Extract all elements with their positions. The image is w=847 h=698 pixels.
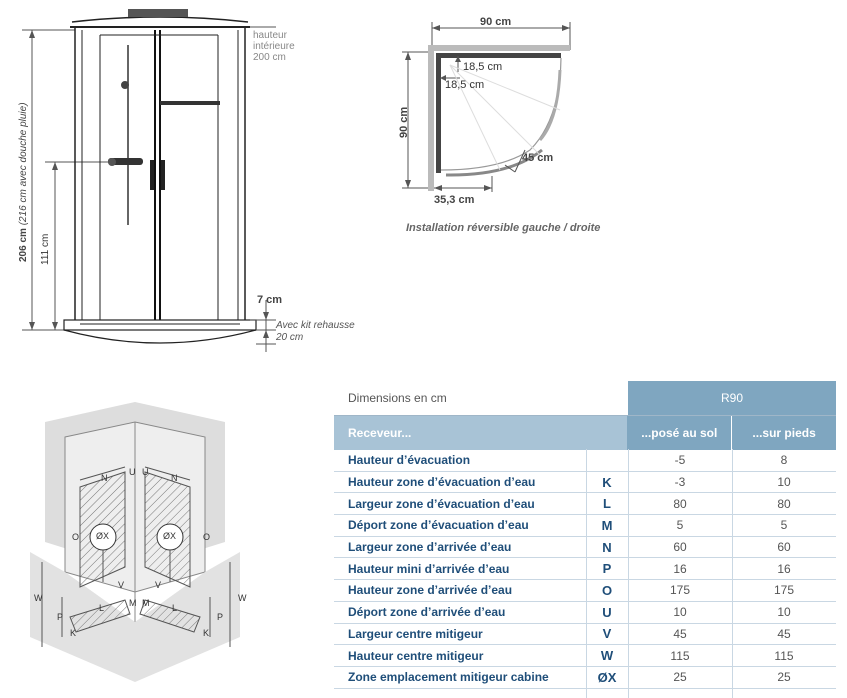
label-V-left: V — [118, 580, 125, 590]
label-OX-left: ØX — [96, 531, 110, 541]
label-P-left: P — [57, 612, 64, 622]
table-row: Largeur centre mitigeur V 45 45 — [334, 624, 836, 646]
table-row: Largeur zone d’arrivée d’eau N 60 60 — [334, 537, 836, 559]
row-value-feet: 16 — [777, 561, 791, 576]
row-label: Largeur zone d’arrivée d’eau — [348, 540, 512, 555]
label-N-right: N — [171, 473, 178, 483]
offset-2-label: 18,5 cm — [445, 79, 485, 91]
row-letter: K — [602, 474, 612, 490]
cabin-drawing — [22, 9, 276, 352]
row-letter: M — [601, 517, 613, 533]
row-letter: O — [601, 582, 613, 598]
label-N-left: N — [101, 473, 108, 483]
row-value-feet: 10 — [777, 475, 791, 490]
table-header: Dimensions en cm R90 — [334, 381, 836, 416]
row-label: Hauteur mini d’arrivée d’eau — [348, 561, 510, 576]
row-label: Hauteur d’évacuation — [348, 453, 471, 468]
row-value-feet: 80 — [777, 496, 791, 511]
offset-1-label: 18,5 cm — [463, 61, 503, 73]
label-O-right: O — [203, 532, 211, 542]
row-value-floor: 25 — [673, 670, 687, 685]
col-header-floor: ...posé au sol — [627, 416, 733, 450]
top-view-drawing — [402, 22, 571, 192]
row-value-floor: 80 — [673, 496, 687, 511]
table-row: Largeur zone d’évacuation d’eau L 80 80 — [334, 493, 836, 516]
label-L-right: L — [172, 603, 178, 613]
base-height-label: 7 cm — [257, 294, 283, 306]
row-value-floor: 45 — [673, 626, 687, 641]
top-depth-label: 90 cm — [398, 106, 410, 138]
label-W-left: W — [34, 593, 43, 603]
bottom-width-label: 35,3 cm — [434, 194, 475, 206]
row-letter: U — [602, 604, 612, 620]
row-value-floor: 60 — [673, 540, 687, 555]
label-P-right: P — [217, 612, 224, 622]
label-K-left: K — [70, 628, 77, 638]
row-value-floor: 115 — [670, 648, 690, 663]
table-row: Hauteur d’évacuation -5 8 — [334, 450, 836, 472]
kit-note: Avec kit rehausse 20 cm — [276, 320, 355, 343]
row-value-floor: 16 — [673, 561, 687, 576]
table-row: Hauteur zone d’arrivée d’eau O 175 175 — [334, 580, 836, 602]
row-value-floor: 10 — [673, 605, 687, 620]
label-V-right: V — [155, 580, 162, 590]
total-height-label: 206 cm (216 cm avec douche pluie) — [18, 102, 29, 262]
label-M-right: M — [142, 598, 150, 608]
row-value-floor: 5 — [676, 518, 684, 533]
label-M-left: M — [129, 598, 137, 608]
row-label: Déport zone d’évacuation d’eau — [348, 518, 529, 533]
wall-drawing — [30, 402, 240, 682]
row-value-feet: 25 — [777, 670, 791, 685]
row-label: Hauteur zone d’évacuation d’eau — [348, 475, 536, 490]
table-row: Déport zone d’évacuation d’eau M 5 5 — [334, 515, 836, 537]
top-width-label: 90 cm — [480, 16, 512, 28]
row-letter: L — [603, 496, 611, 512]
row-value-feet: 5 — [780, 518, 788, 533]
label-W-right: W — [238, 593, 247, 603]
table-row: Hauteur zone d’évacuation d’eau K -3 10 — [334, 472, 836, 494]
subheader-label: Receveur... — [348, 426, 412, 440]
row-value-floor: 175 — [669, 583, 691, 598]
label-K-right: K — [203, 628, 210, 638]
row-value-floor: -5 — [674, 453, 686, 468]
table-title: Dimensions en cm — [348, 391, 447, 405]
row-letter: ØX — [597, 669, 617, 685]
table-subheader: Receveur... ...posé au sol ...sur pieds — [334, 416, 836, 450]
row-label: Zone emplacement mitigeur cabine — [348, 670, 549, 685]
row-value-floor: -3 — [674, 475, 686, 490]
row-value-feet: 115 — [774, 648, 794, 663]
table-row: Zone emplacement mitigeur cabine ØX 25 25 — [334, 667, 836, 689]
row-value-feet: 8 — [780, 453, 788, 468]
label-O-left: O — [72, 532, 80, 542]
row-letter: V — [602, 626, 612, 642]
model-header: R90 — [628, 381, 836, 415]
row-letter: P — [602, 561, 612, 577]
label-U-left: U — [129, 467, 136, 477]
row-letter: W — [600, 648, 614, 664]
row-value-feet: 10 — [777, 605, 791, 620]
row-label: Largeur zone d’évacuation d’eau — [348, 496, 535, 511]
label-OX-right: ØX — [163, 531, 177, 541]
mixer-height-label: 111 cm — [40, 233, 51, 265]
label-U-right: U — [142, 467, 149, 477]
table-row: Déport zone d’arrivée d’eau U 10 10 — [334, 602, 836, 624]
door-width-label: 45 cm — [522, 152, 554, 164]
row-value-feet: 60 — [777, 540, 791, 555]
row-label: Hauteur centre mitigeur — [348, 648, 484, 663]
row-label: Largeur centre mitigeur — [348, 626, 483, 641]
row-value-feet: 45 — [777, 626, 791, 641]
label-L-left: L — [99, 603, 105, 613]
table-row: Hauteur mini d’arrivée d’eau P 16 16 — [334, 558, 836, 581]
table-row: Hauteur centre mitigeur W 115 115 — [334, 645, 836, 667]
row-label: Hauteur zone d’arrivée d’eau — [348, 583, 513, 598]
row-value-feet: 175 — [773, 583, 795, 598]
row-letter: N — [602, 539, 612, 555]
installation-caption: Installation réversible gauche / droite — [406, 222, 601, 234]
interior-height-label: hauteur intérieure 200 cm — [253, 30, 295, 63]
col-header-feet: ...sur pieds — [732, 416, 836, 450]
dimensions-table: Dimensions en cm R90 Receveur... ...posé… — [334, 381, 836, 698]
row-label: Déport zone d’arrivée d’eau — [348, 605, 506, 620]
